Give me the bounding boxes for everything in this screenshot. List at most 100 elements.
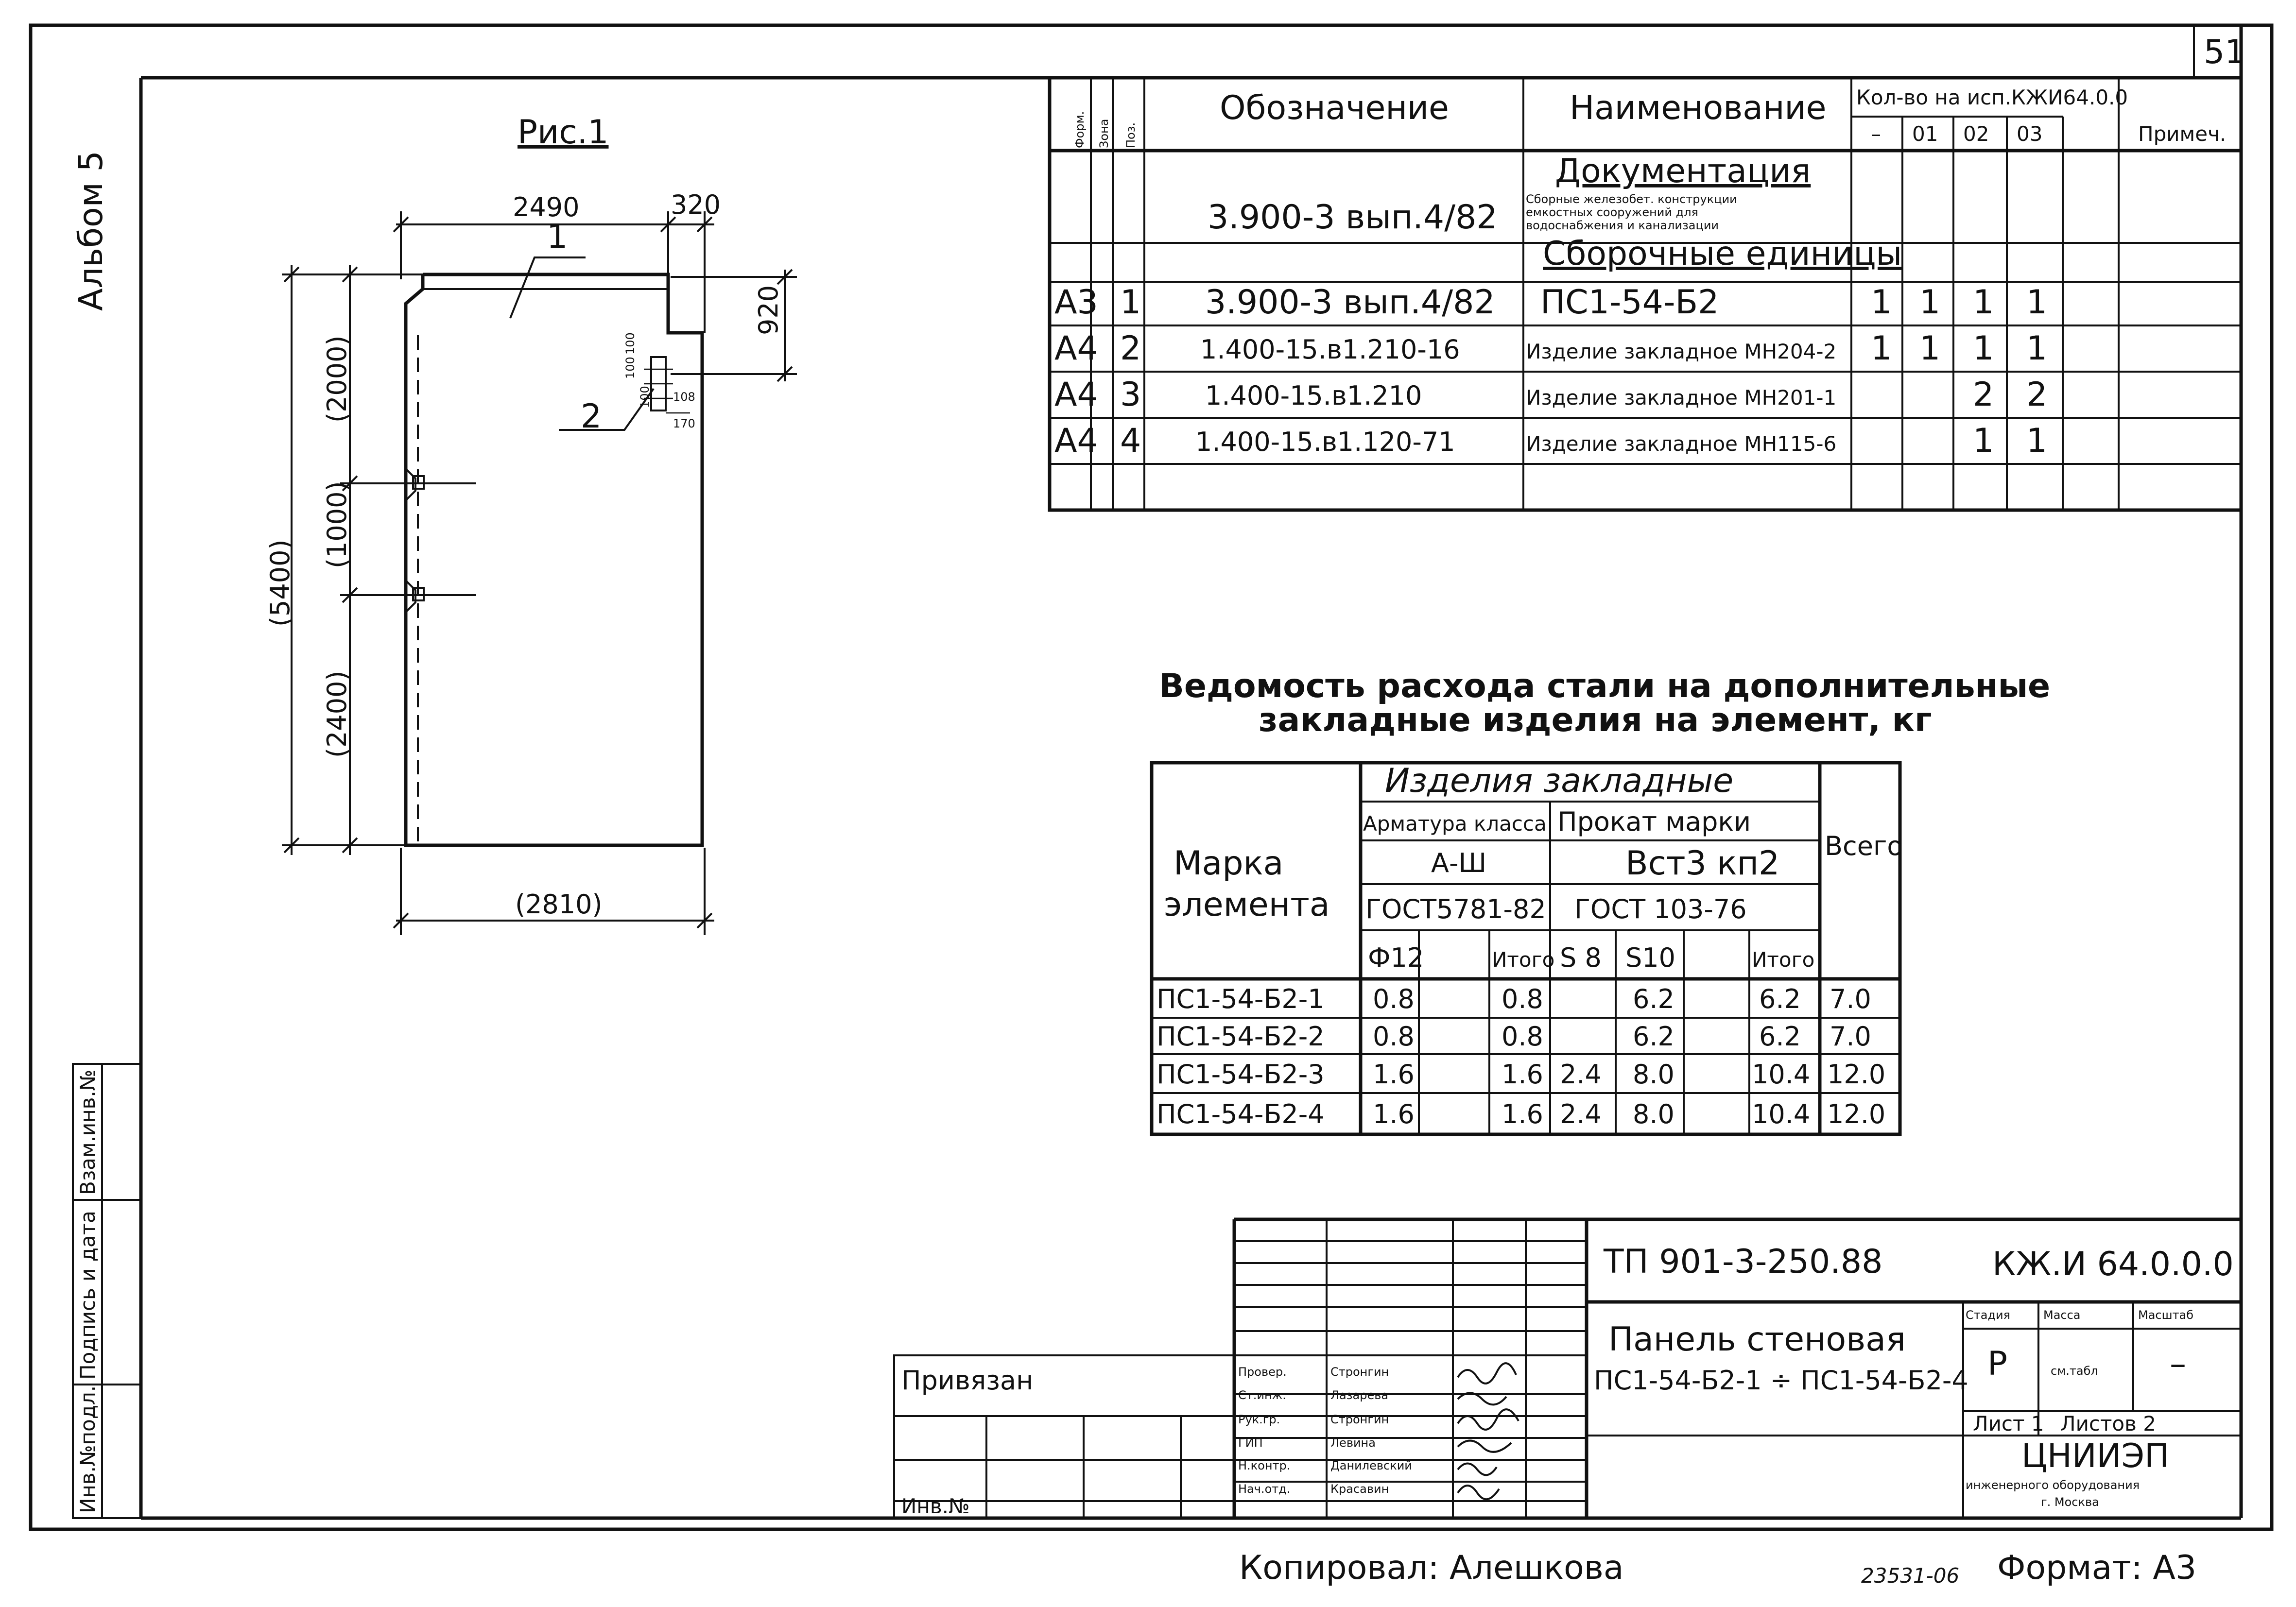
steel-row: ПС1-54-Б2-3 1.6 1.6 2.4 8.0 10.4 12.0 (1157, 1059, 1885, 1090)
steel-header-group: Изделия закладные (1385, 762, 1733, 800)
title-stage: Р (1987, 1345, 2007, 1383)
title-org-line-2: инженерного оборудования (1966, 1478, 2140, 1492)
steel-header-element: элемента (1164, 886, 1330, 924)
dim-height-total: (5400) (265, 539, 295, 627)
spec-doc-name-line-2: емкостных сооружений для (1526, 205, 1698, 219)
steel-row-value: 6.2 (1633, 984, 1675, 1014)
spec-section-assembly: Сборочные единицы (1543, 235, 1902, 273)
spec-row-designation: 1.400-15.в1.210 (1205, 380, 1422, 411)
spec-row-qty: 1 (1871, 329, 1892, 368)
spec-row-qty: 2 (2026, 376, 2047, 414)
signer-row: Нач.отд. Красавин (1238, 1482, 1389, 1496)
spec-header-qty: Кол-во на исп.КЖИ64.0.0 (1856, 85, 2128, 109)
steel-header-aiii: А-Ш (1431, 848, 1486, 878)
title-block-grid (893, 1217, 2241, 1519)
spec-row-format: А4 (1054, 329, 1098, 368)
spec-row-pos: 4 (1120, 422, 1141, 460)
signer-name: Стронгин (1330, 1365, 1389, 1379)
dim-height-lower: (2400) (322, 670, 352, 758)
figure-dimensions (282, 211, 797, 935)
steel-row-value: 8.0 (1633, 1099, 1675, 1129)
steel-row-value: 10.4 (1752, 1059, 1810, 1090)
steel-row-value: 6.2 (1633, 1021, 1675, 1052)
copied-by: Копировал: Алешкова (1239, 1549, 1624, 1587)
steel-row-mark: ПС1-54-Б2-1 (1157, 984, 1325, 1014)
spec-qty-col-3: 03 (2017, 122, 2042, 146)
steel-col-s8: S 8 (1560, 942, 1602, 973)
steel-table-title-2: закладные изделия на элемент, кг (1259, 701, 1932, 739)
steel-row-value: 1.6 (1373, 1099, 1415, 1129)
signer-role: Нач.отд. (1238, 1482, 1290, 1496)
side-stamp-sign: Подпись и дата (76, 1211, 100, 1380)
spec-header-zone: Зона (1097, 119, 1111, 148)
inventory-stamp: 23531-06 (1861, 1564, 1959, 1588)
spec-row-qty: 2 (1973, 376, 1994, 414)
steel-row-value: 2.4 (1560, 1099, 1602, 1129)
title-stage-header: Стадия (1966, 1308, 2010, 1322)
dim-height-upper: (2000) (322, 335, 352, 423)
steel-row-value: 0.8 (1373, 1021, 1415, 1052)
dim-detail-b: 100 (623, 332, 637, 355)
spec-section-docs: Документация (1555, 152, 1811, 190)
title-scale-header: Масштаб (2138, 1308, 2193, 1322)
spec-row-name: Изделие закладное МН204-2 (1526, 340, 1836, 363)
dim-width-small: 320 (671, 189, 721, 220)
signer-name: Стронгин (1330, 1413, 1389, 1426)
position-label-1: 1 (547, 218, 568, 256)
title-mass: см.табл (2051, 1364, 2098, 1378)
signer-role: ГИП (1238, 1436, 1263, 1450)
title-privyazan: Привязан (901, 1365, 1033, 1396)
steel-row-total: 7.0 (1830, 984, 1871, 1014)
dim-width-top: 2490 (513, 192, 579, 222)
dim-detail-e: 170 (673, 417, 695, 430)
steel-col-subtotal-1: Итого (1492, 948, 1554, 972)
steel-row-total: 7.0 (1830, 1021, 1871, 1052)
spec-row-name: Изделие закладное МН201-1 (1526, 386, 1836, 410)
spec-doc-name-line-1: Сборные железобет. конструкции (1526, 192, 1737, 206)
signature-scribbles (1457, 1362, 1519, 1501)
spec-row-qty: 1 (1871, 283, 1892, 322)
steel-header-vst: Вст3 кп2 (1625, 844, 1779, 883)
spec-qty-col-0: – (1871, 122, 1881, 146)
dim-height-mid: (1000) (322, 481, 352, 568)
steel-row-mark: ПС1-54-Б2-4 (1157, 1099, 1325, 1129)
title-sheets: Листов 2 (2060, 1412, 2156, 1436)
spec-row: А4 3 1.400-15.в1.210 Изделие закладное М… (1054, 376, 2047, 414)
steel-row-value: 2.4 (1560, 1059, 1602, 1090)
spec-row-designation: 1.400-15.в1.210-16 (1200, 334, 1460, 365)
spec-header-note: Примеч. (2138, 122, 2226, 146)
spec-row-designation: 1.400-15.в1.120-71 (1195, 427, 1455, 457)
spec-row-format: А4 (1054, 422, 1098, 460)
steel-header-total: Всего (1825, 831, 1903, 861)
spec-row-qty: 1 (2026, 422, 2047, 460)
steel-header-prokat: Прокат марки (1557, 806, 1751, 837)
steel-row-value: 0.8 (1502, 1021, 1543, 1052)
steel-row-total: 12.0 (1827, 1059, 1885, 1090)
steel-table-title-1: Ведомость расхода стали на дополнительны… (1159, 667, 2050, 705)
steel-header-gost2: ГОСТ 103-76 (1574, 894, 1747, 924)
dim-height-right: 920 (753, 285, 784, 335)
side-stamp-inv: Инв.№подл. (76, 1385, 100, 1513)
spec-row-qty: 1 (1973, 283, 1994, 322)
steel-row-value: 1.6 (1373, 1059, 1415, 1090)
title-inv: Инв.№ (901, 1494, 970, 1518)
steel-table-grid (1150, 761, 1902, 1136)
signer-row: Н.контр. Данилевский (1238, 1459, 1412, 1472)
spec-qty-col-1: 01 (1912, 122, 1938, 146)
spec-row-designation: 3.900-3 вып.4/82 (1205, 283, 1495, 322)
steel-row: ПС1-54-Б2-4 1.6 1.6 2.4 8.0 10.4 12.0 (1157, 1099, 1885, 1129)
spec-row-qty: 1 (1919, 283, 1940, 322)
title-name-line-1: Панель стеновая (1608, 1320, 1906, 1359)
signer-name: Красавин (1330, 1482, 1389, 1496)
signer-name: Данилевский (1330, 1459, 1412, 1472)
spec-header-designation: Обозначение (1220, 89, 1449, 127)
signer-row: Провер. Стронгин (1238, 1365, 1389, 1379)
signer-role: Н.контр. (1238, 1459, 1290, 1472)
spec-row-qty: 1 (1919, 329, 1940, 368)
spec-row-qty: 1 (1973, 329, 1994, 368)
steel-row-mark: ПС1-54-Б2-2 (1157, 1021, 1325, 1052)
signer-role: Провер. (1238, 1365, 1287, 1379)
steel-row-value: 6.2 (1759, 1021, 1801, 1052)
steel-row: ПС1-54-Б2-1 0.8 0.8 6.2 6.2 7.0 (1157, 984, 1871, 1014)
